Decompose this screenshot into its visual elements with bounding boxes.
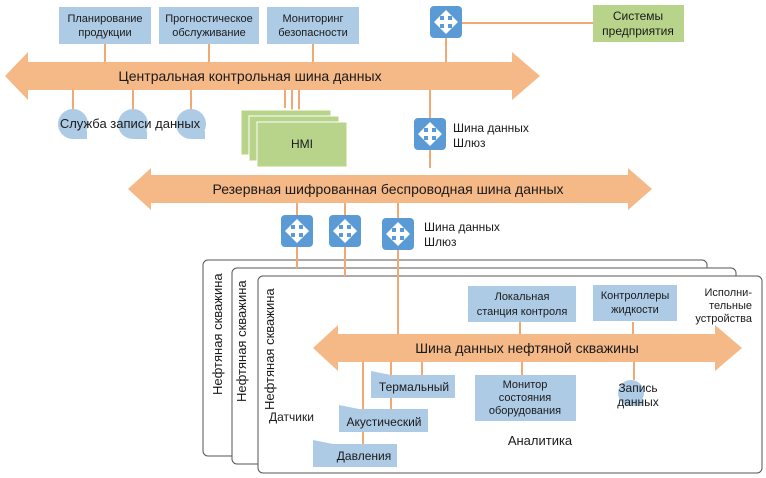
enterprise-gateway-icon[interactable]	[430, 6, 462, 38]
top-boxes: Планирование продукции Прогностическое о…	[59, 7, 359, 44]
actuators-line3: устройства	[695, 313, 753, 325]
local-station-line1: Локальная	[495, 291, 550, 303]
safety-monitoring-line1: Мониторинг	[282, 13, 343, 25]
safety-monitoring-line2: безопасности	[278, 27, 348, 39]
gateway-bottom-line2: Шлюз	[424, 235, 457, 249]
wireless-backup-bus	[128, 168, 652, 210]
equipment-monitor-line3: оборудования	[489, 405, 561, 417]
production-planning-line2: продукции	[78, 27, 131, 39]
data-bus-gateway-icon[interactable]	[414, 118, 446, 150]
gateway-top-line2: Шлюз	[453, 136, 486, 150]
well-bus-label: Шина данных нефтяной скважины	[415, 340, 639, 356]
well-gateway-icon[interactable]	[382, 218, 414, 250]
predictive-maintenance-box[interactable]	[159, 7, 259, 44]
oil-well-label-front: Нефтяная скважина	[262, 288, 277, 410]
data-record[interactable]: Запись данных	[617, 380, 659, 409]
safety-monitoring-box[interactable]	[267, 7, 359, 44]
data-record-line2: данных	[617, 395, 659, 409]
sensors-label: Датчики	[269, 410, 314, 424]
data-logging-service[interactable]: Служба записи данных	[58, 109, 206, 139]
enterprise-systems-line1: Системы	[613, 9, 663, 23]
central-bus-label: Центральная контрольная шина данных	[118, 68, 381, 84]
sensor-acoustic-label: Акустический	[346, 415, 421, 429]
equipment-monitor-line1: Монитор	[503, 379, 548, 391]
local-control-station-box[interactable]	[468, 286, 576, 322]
enterprise-systems-box[interactable]	[593, 5, 684, 42]
predictive-maintenance-line1: Прогностическое	[165, 13, 253, 25]
oil-well-label-middle: Нефтяная скважина	[234, 280, 249, 402]
fluid-controllers-line2: жидкости	[611, 304, 659, 316]
sensor-thermal-label: Термальный	[379, 380, 449, 394]
panel-connector-lines	[296, 247, 635, 445]
fluid-controllers-box[interactable]	[593, 285, 677, 321]
gateway-top-line1: Шина данных	[453, 121, 529, 135]
hmi-label: HMI	[291, 137, 313, 151]
hmi-stack[interactable]: HMI	[240, 109, 348, 168]
sensor-pressure[interactable]: Давления	[313, 440, 397, 467]
sensor-pressure-label: Давления	[337, 449, 391, 463]
data-record-line1: Запись	[618, 381, 657, 395]
local-station-line2: станция контроля	[477, 306, 568, 318]
fluid-controllers-line1: Контроллеры	[601, 290, 670, 302]
oil-well-data-bus	[313, 325, 742, 371]
equipment-monitor-box[interactable]	[475, 375, 576, 421]
analytics-label: Аналитика	[508, 433, 573, 448]
well-gateway-icon[interactable]	[281, 215, 313, 247]
gateway-bottom-line1: Шина данных	[424, 220, 500, 234]
production-planning-line1: Планирование	[67, 13, 142, 25]
actuators-line1: Исполни-	[704, 287, 752, 299]
equipment-monitor-line2: состояния	[499, 392, 551, 404]
production-planning-box[interactable]	[59, 7, 151, 44]
predictive-maintenance-line2: обслуживание	[172, 27, 246, 39]
oil-well-label-back: Нефтяная скважина	[210, 273, 225, 395]
sensor-acoustic[interactable]: Акустический	[339, 405, 428, 432]
central-control-bus	[5, 52, 540, 100]
well-gateway-icon[interactable]	[329, 215, 361, 247]
wireless-bus-label: Резервная шифрованная беспроводная шина …	[212, 181, 563, 197]
actuators-line2: тельные	[709, 300, 752, 312]
enterprise-systems-line2: предприятия	[602, 24, 674, 38]
sensor-thermal[interactable]: Термальный	[371, 371, 455, 398]
data-logging-label: Служба записи данных	[60, 116, 201, 131]
